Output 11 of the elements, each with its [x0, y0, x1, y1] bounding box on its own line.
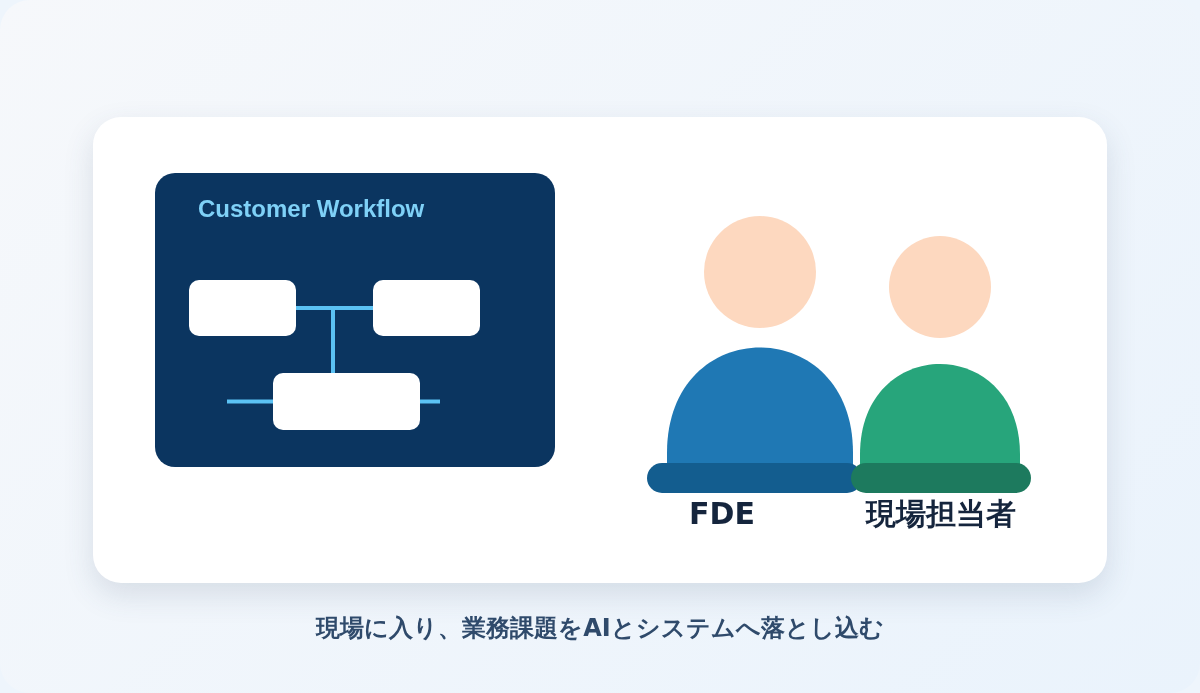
process-box — [273, 373, 420, 430]
caption: 現場に入り、業務課題をAIとシステムへ落とし込む — [314, 613, 885, 644]
panel-title: Customer Workflow — [198, 195, 425, 223]
connector-line — [420, 399, 440, 404]
process-box — [189, 280, 296, 336]
process-box — [373, 280, 480, 336]
connector-line — [331, 306, 373, 373]
connector-line — [227, 399, 273, 404]
person-label: 現場担当者 — [864, 496, 1017, 532]
person-label: FDE — [688, 496, 756, 532]
workflow-panel — [155, 173, 555, 467]
